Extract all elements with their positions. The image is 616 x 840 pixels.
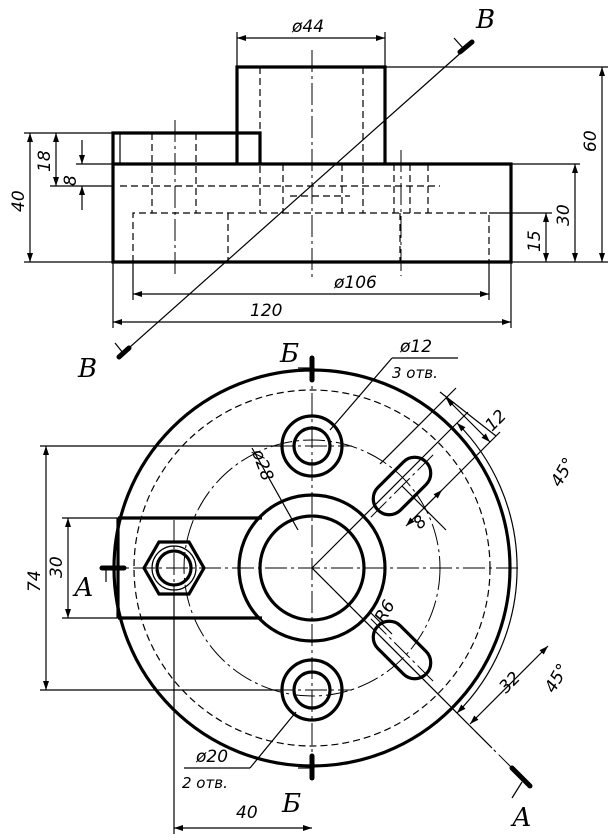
dim-line-8-top	[405, 489, 443, 527]
section-mark-a-right-tick	[511, 781, 523, 799]
hole-small-dia: ø12	[399, 337, 432, 357]
section-label-b-top: В	[475, 5, 495, 35]
ext-line	[379, 387, 457, 465]
dim-74: 74	[25, 570, 45, 592]
hole-big-count: 2 отв.	[182, 774, 228, 792]
section-label-a-left: А	[72, 573, 94, 603]
leader-d12	[329, 357, 393, 431]
dim-40-front: 40	[9, 190, 29, 212]
section-mark-b-bottom-tick	[114, 342, 124, 354]
section-mark-b-top	[457, 39, 475, 55]
section-label-b-top: Б	[279, 339, 299, 369]
hole-big-dia: ø20	[195, 747, 228, 767]
boss-outline	[235, 65, 387, 164]
leader-d20	[249, 711, 297, 769]
dim-30-top: 30	[47, 556, 67, 578]
section-mark-b-top-tick	[453, 37, 464, 49]
dim-18: 18	[35, 150, 55, 172]
nut-hole	[155, 549, 193, 587]
dim-8-front: 8	[61, 175, 81, 186]
dim-d44: ø44	[291, 17, 324, 37]
section-mark-a-right	[509, 765, 533, 789]
dim-30-front: 30	[554, 204, 574, 226]
leader-r6	[369, 611, 393, 635]
slot-lower	[370, 618, 434, 682]
front-view: В В ø44 60 30 15 40 18 8	[9, 5, 608, 384]
dim-a45-inner: 45°	[541, 660, 573, 696]
recess-hidden	[132, 212, 490, 262]
dim-12: 12	[481, 406, 510, 435]
dim-line-32	[469, 645, 549, 725]
dim-8-top: 8	[409, 512, 431, 534]
section-mark-b-bottom	[116, 345, 132, 360]
dim-60: 60	[581, 130, 601, 152]
ext-line	[311, 567, 493, 749]
section-label-a-right: А	[510, 803, 532, 833]
leader-d28	[251, 447, 299, 531]
dim-15: 15	[525, 230, 545, 252]
dim-32: 32	[495, 668, 524, 697]
top-view: А А Б Б ø12 3 отв. ø28 R6 12 8 45°	[25, 337, 579, 834]
section-line-b	[120, 49, 465, 356]
hole-small-count: 3 отв.	[392, 364, 438, 382]
ext-line	[311, 411, 469, 569]
dim-a45-outer: 45°	[547, 454, 579, 490]
section-label-b-bottom: Б	[281, 789, 301, 819]
dim-120: 120	[250, 301, 282, 321]
section-label-b-bottom: В	[77, 354, 97, 384]
dim-d28: ø28	[247, 446, 277, 484]
dim-line-12	[445, 397, 491, 443]
ext-line	[439, 391, 497, 437]
dim-d106: ø106	[333, 273, 377, 293]
dim-40-top: 40	[236, 803, 258, 823]
